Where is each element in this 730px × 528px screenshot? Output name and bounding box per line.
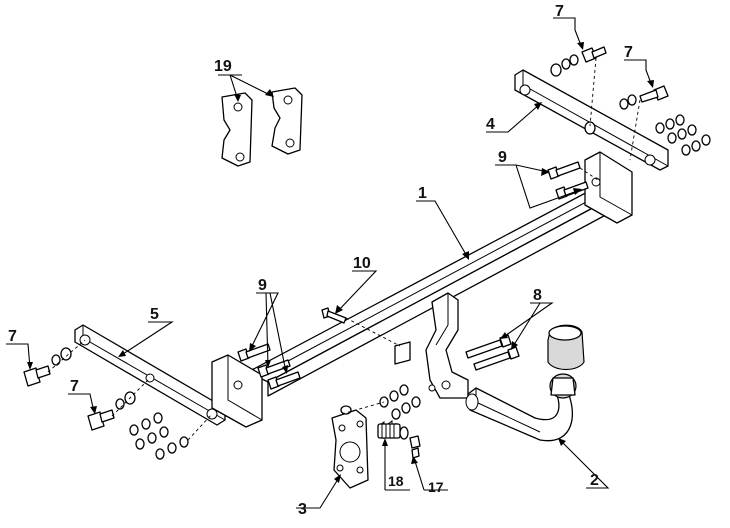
callout-3: 3 (298, 501, 307, 518)
bolts-9 (237, 161, 589, 390)
callout-labels: 19 7 7 4 9 1 10 9 8 5 7 7 3 18 17 2 (8, 3, 633, 518)
callout-17: 17 (428, 479, 444, 495)
callout-5: 5 (150, 306, 159, 323)
callout-2: 2 (590, 472, 599, 489)
callout-8: 8 (533, 287, 542, 304)
nut-washer-sets (129, 114, 711, 460)
leader-lines (6, 17, 654, 509)
neck-bracket (394, 292, 469, 399)
callout-9-left: 9 (258, 277, 267, 294)
bolt-10 (321, 307, 347, 324)
side-bracket-4 (514, 69, 669, 171)
assembly-lines (47, 57, 641, 441)
callout-7-left: 7 (8, 328, 17, 345)
callout-7-top: 7 (555, 3, 564, 20)
side-bracket-5 (74, 324, 226, 426)
callout-4: 4 (486, 116, 495, 133)
socket-plate-3 (331, 405, 369, 489)
spring-18-and-nut-17 (377, 420, 421, 459)
callout-7-right: 7 (624, 44, 633, 61)
callout-7-left-lower: 7 (70, 378, 79, 395)
bolts-8 (465, 334, 520, 371)
callout-9-top: 9 (498, 149, 507, 166)
callout-1: 1 (418, 185, 427, 202)
cross-beam-1 (211, 151, 633, 428)
callout-10: 10 (353, 255, 371, 272)
bolts-7 (23, 46, 669, 431)
callout-18: 18 (388, 473, 404, 489)
callout-19: 19 (214, 58, 232, 75)
mounting-plates-19 (221, 87, 303, 167)
tow-ball-arm-2 (465, 324, 585, 442)
